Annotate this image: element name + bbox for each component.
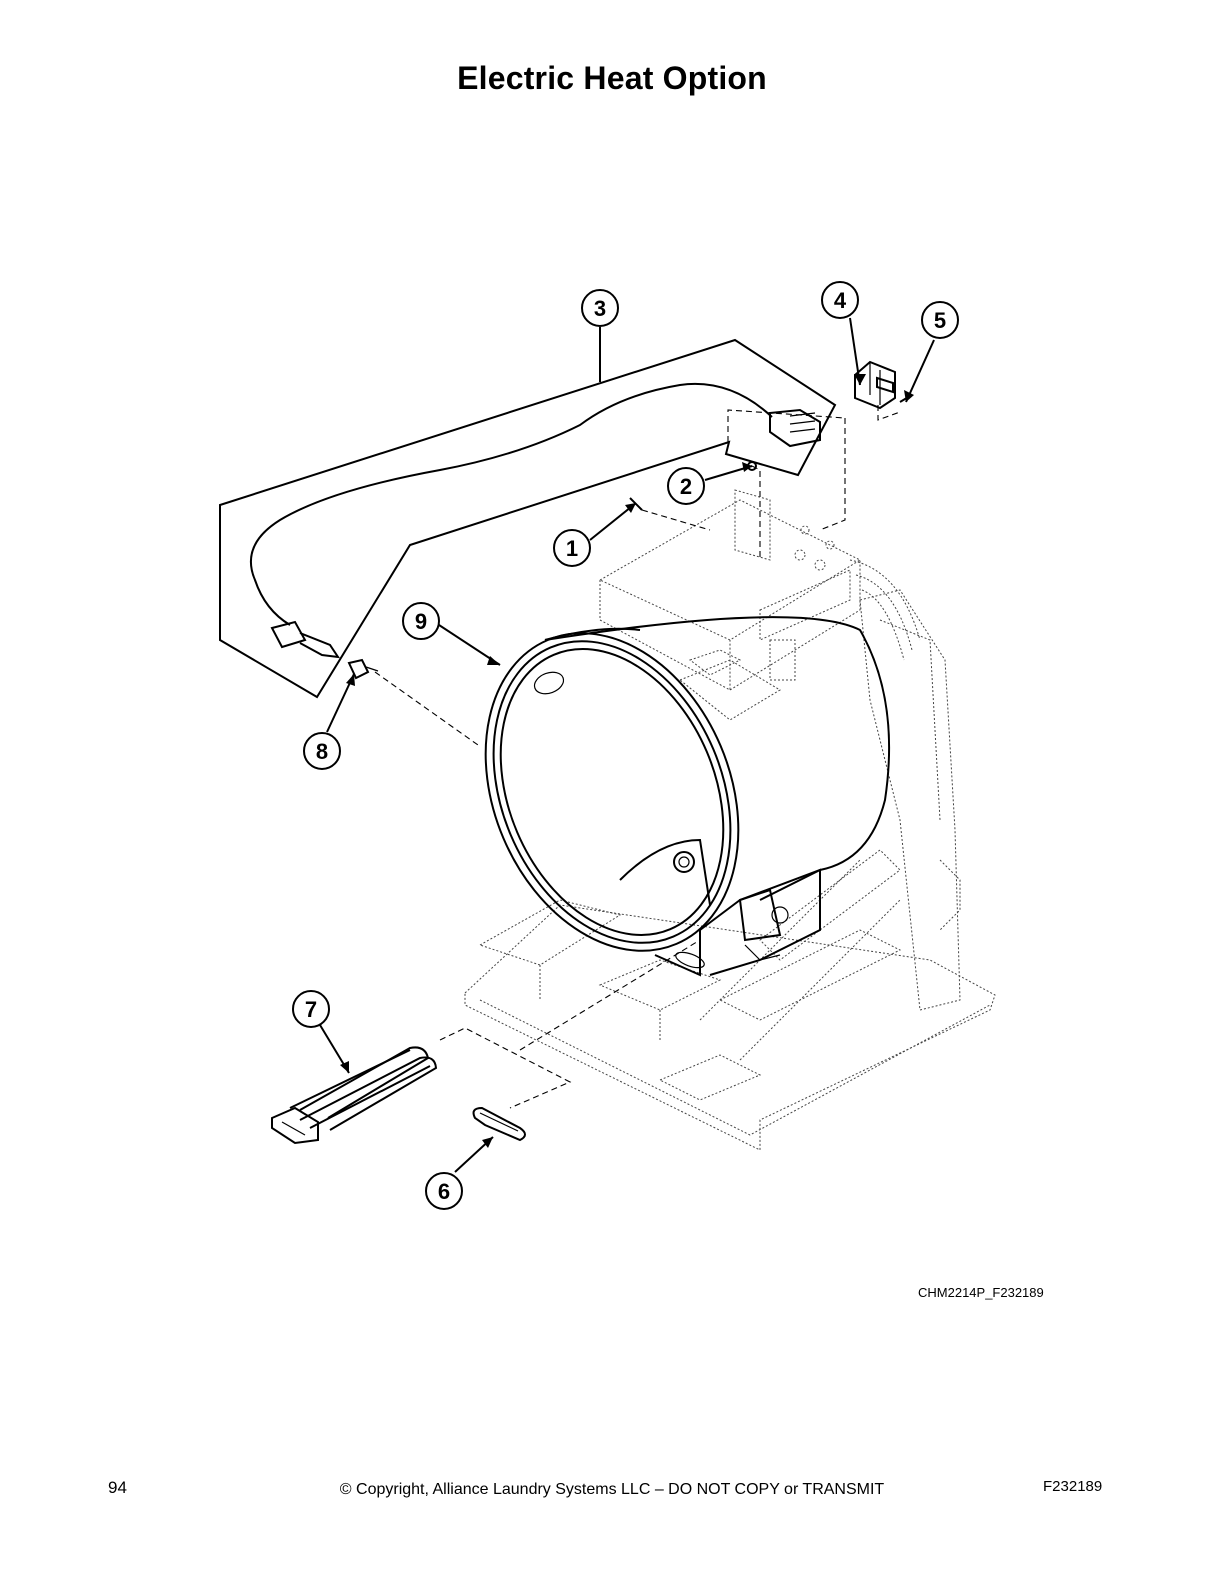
callout-3: 3 xyxy=(581,289,619,327)
callout-5: 5 xyxy=(921,301,959,339)
heating-element-part-7 xyxy=(271,1046,438,1145)
assembly-lines xyxy=(374,405,901,1109)
callout-9: 9 xyxy=(402,602,440,640)
relay-part-4 xyxy=(854,360,896,410)
harness-outline xyxy=(219,338,837,699)
callout-1: 1 xyxy=(553,529,591,567)
copyright-notice: © Copyright, Alliance Laundry Systems LL… xyxy=(339,1481,885,1498)
leader-lines xyxy=(319,317,935,1173)
callout-6: 6 xyxy=(425,1172,463,1210)
callout-8-number: 8 xyxy=(316,739,328,764)
page-number: 94 xyxy=(108,1478,127,1497)
callout-2: 2 xyxy=(667,467,705,505)
callout-4-number: 4 xyxy=(834,288,847,313)
fitting-part-8 xyxy=(347,658,379,680)
callout-5-number: 5 xyxy=(934,308,946,333)
callout-9-number: 9 xyxy=(415,609,427,634)
callout-6-number: 6 xyxy=(438,1179,450,1204)
callout-2-number: 2 xyxy=(680,474,692,499)
callout-3-number: 3 xyxy=(594,296,606,321)
callout-1-number: 1 xyxy=(566,536,578,561)
page-title: Electric Heat Option xyxy=(457,60,767,96)
drum-housing xyxy=(484,616,891,977)
callout-4: 4 xyxy=(821,281,859,319)
gasket-part-6 xyxy=(472,1106,526,1142)
drawing-id: CHM2214P_F232189 xyxy=(918,1285,1044,1300)
document-id: F232189 xyxy=(1043,1478,1103,1495)
callout-7-number: 7 xyxy=(305,997,317,1022)
callout-7: 7 xyxy=(292,990,330,1028)
callout-8: 8 xyxy=(303,732,341,770)
machine-frame-ghost xyxy=(464,489,996,1151)
